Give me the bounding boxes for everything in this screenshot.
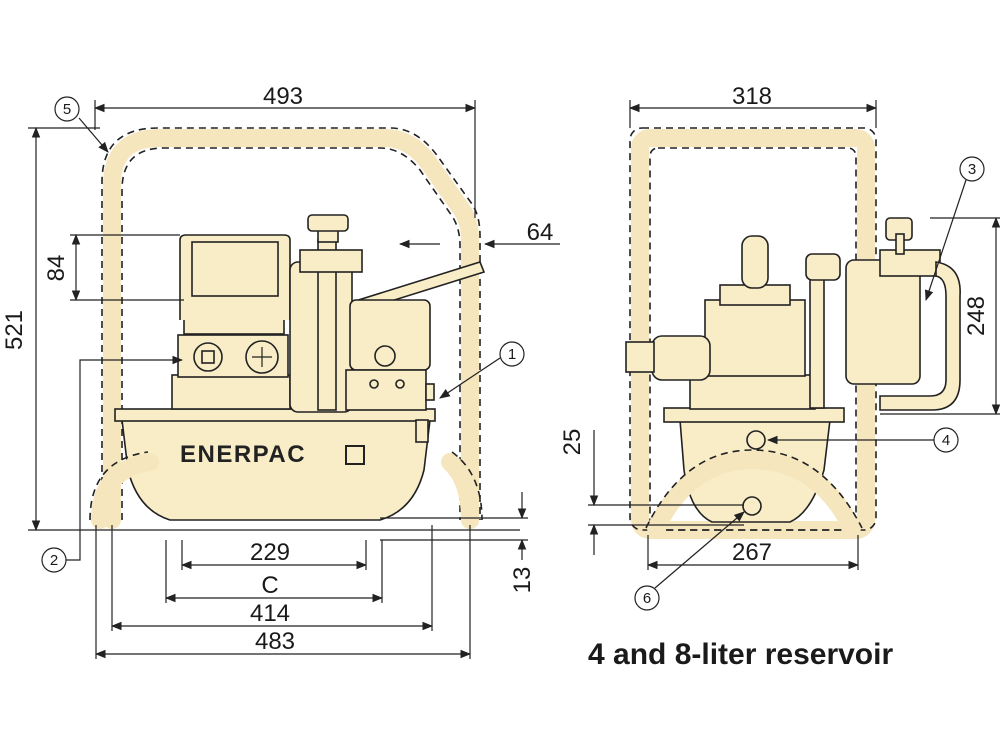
callout-1-marker: [499, 341, 525, 367]
side-base-feet: [645, 449, 863, 537]
dim-overall-height: 521: [1, 310, 28, 350]
front-callouts: 5 1 2: [41, 96, 525, 573]
callout-6-marker: [634, 585, 660, 611]
side-callouts: 3 4 6: [634, 156, 985, 611]
dim-height-to-top: 248: [963, 296, 990, 336]
callout-5-marker: [54, 96, 80, 122]
dim-top-offset: 84: [43, 255, 70, 282]
front-pump-body: ENERPAC: [114, 214, 486, 521]
callout-2: 2: [50, 552, 58, 569]
dim-bottom-clearance: 13: [509, 567, 536, 594]
hand-icon: [345, 445, 365, 465]
front-base-feet: [89, 451, 483, 529]
callout-5: 5: [63, 101, 71, 118]
dim-overall-width: 493: [263, 83, 303, 110]
callout-3-marker: [959, 156, 985, 182]
dim-variable-c: C: [261, 572, 278, 599]
callout-2-marker: [41, 547, 67, 573]
side-view: 318 248 25 267 3 4 6: [559, 83, 1000, 611]
side-dimensions: 318 248 25 267: [559, 83, 1000, 570]
front-dimensions: 493 521 84 64 229 C 414: [1, 83, 560, 659]
callout-4-marker: [933, 427, 959, 453]
callout-6: 6: [643, 590, 651, 607]
callout-4: 4: [942, 432, 950, 449]
dim-handle-extension: 64: [527, 219, 554, 246]
front-roll-frame: [101, 127, 481, 529]
dim-drain-height: 25: [559, 429, 586, 456]
dim-side-overall-width: 318: [732, 83, 772, 110]
side-pump-body: [625, 217, 961, 523]
dim-base-width: 414: [250, 600, 290, 627]
front-view: ENERPAC 493 521 84 64: [1, 83, 560, 659]
brand-label: ENERPAC: [180, 441, 306, 468]
callout-1: 1: [508, 346, 516, 363]
callout-3: 3: [968, 161, 976, 178]
dim-foot-spacing: 229: [250, 539, 290, 566]
dim-frame-width: 483: [255, 628, 295, 655]
diagram-caption: 4 and 8-liter reservoir: [588, 638, 893, 671]
dim-foot-width: 267: [732, 539, 772, 566]
